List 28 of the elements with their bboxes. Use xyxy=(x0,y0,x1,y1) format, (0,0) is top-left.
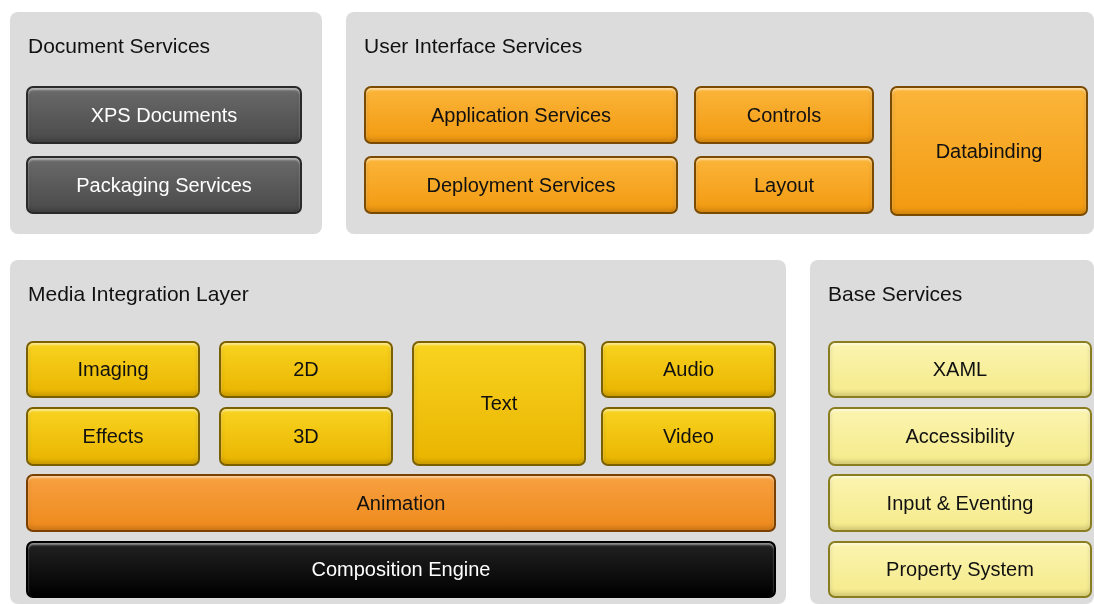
panel-heading: Document Services xyxy=(28,34,211,58)
service-box: XPS Documents xyxy=(26,86,302,144)
service-box: XAML xyxy=(828,341,1092,398)
service-box: Packaging Services xyxy=(26,156,302,214)
panel-heading: Media Integration Layer xyxy=(28,282,249,306)
group-panel xyxy=(346,12,1094,234)
group-panel xyxy=(10,12,322,234)
service-box: Application Services xyxy=(364,86,678,144)
group-panel xyxy=(810,260,1094,604)
service-box: Effects xyxy=(26,407,200,466)
service-box: Input & Eventing xyxy=(828,474,1092,532)
service-box: Animation xyxy=(26,474,776,532)
service-box: Composition Engine xyxy=(26,541,776,598)
panel-heading: Base Services xyxy=(828,282,963,306)
service-box: 2D xyxy=(219,341,393,398)
panel-heading: User Interface Services xyxy=(364,34,583,58)
service-box: Layout xyxy=(694,156,874,214)
service-box: Controls xyxy=(694,86,874,144)
service-box: Audio xyxy=(601,341,776,398)
service-box: Imaging xyxy=(26,341,200,398)
service-box: Accessibility xyxy=(828,407,1092,466)
service-box: Property System xyxy=(828,541,1092,598)
service-box: Deployment Services xyxy=(364,156,678,214)
service-box: 3D xyxy=(219,407,393,466)
service-box: Databinding xyxy=(890,86,1088,216)
service-box: Text xyxy=(412,341,586,466)
service-box: Video xyxy=(601,407,776,466)
group-panel xyxy=(10,260,786,604)
